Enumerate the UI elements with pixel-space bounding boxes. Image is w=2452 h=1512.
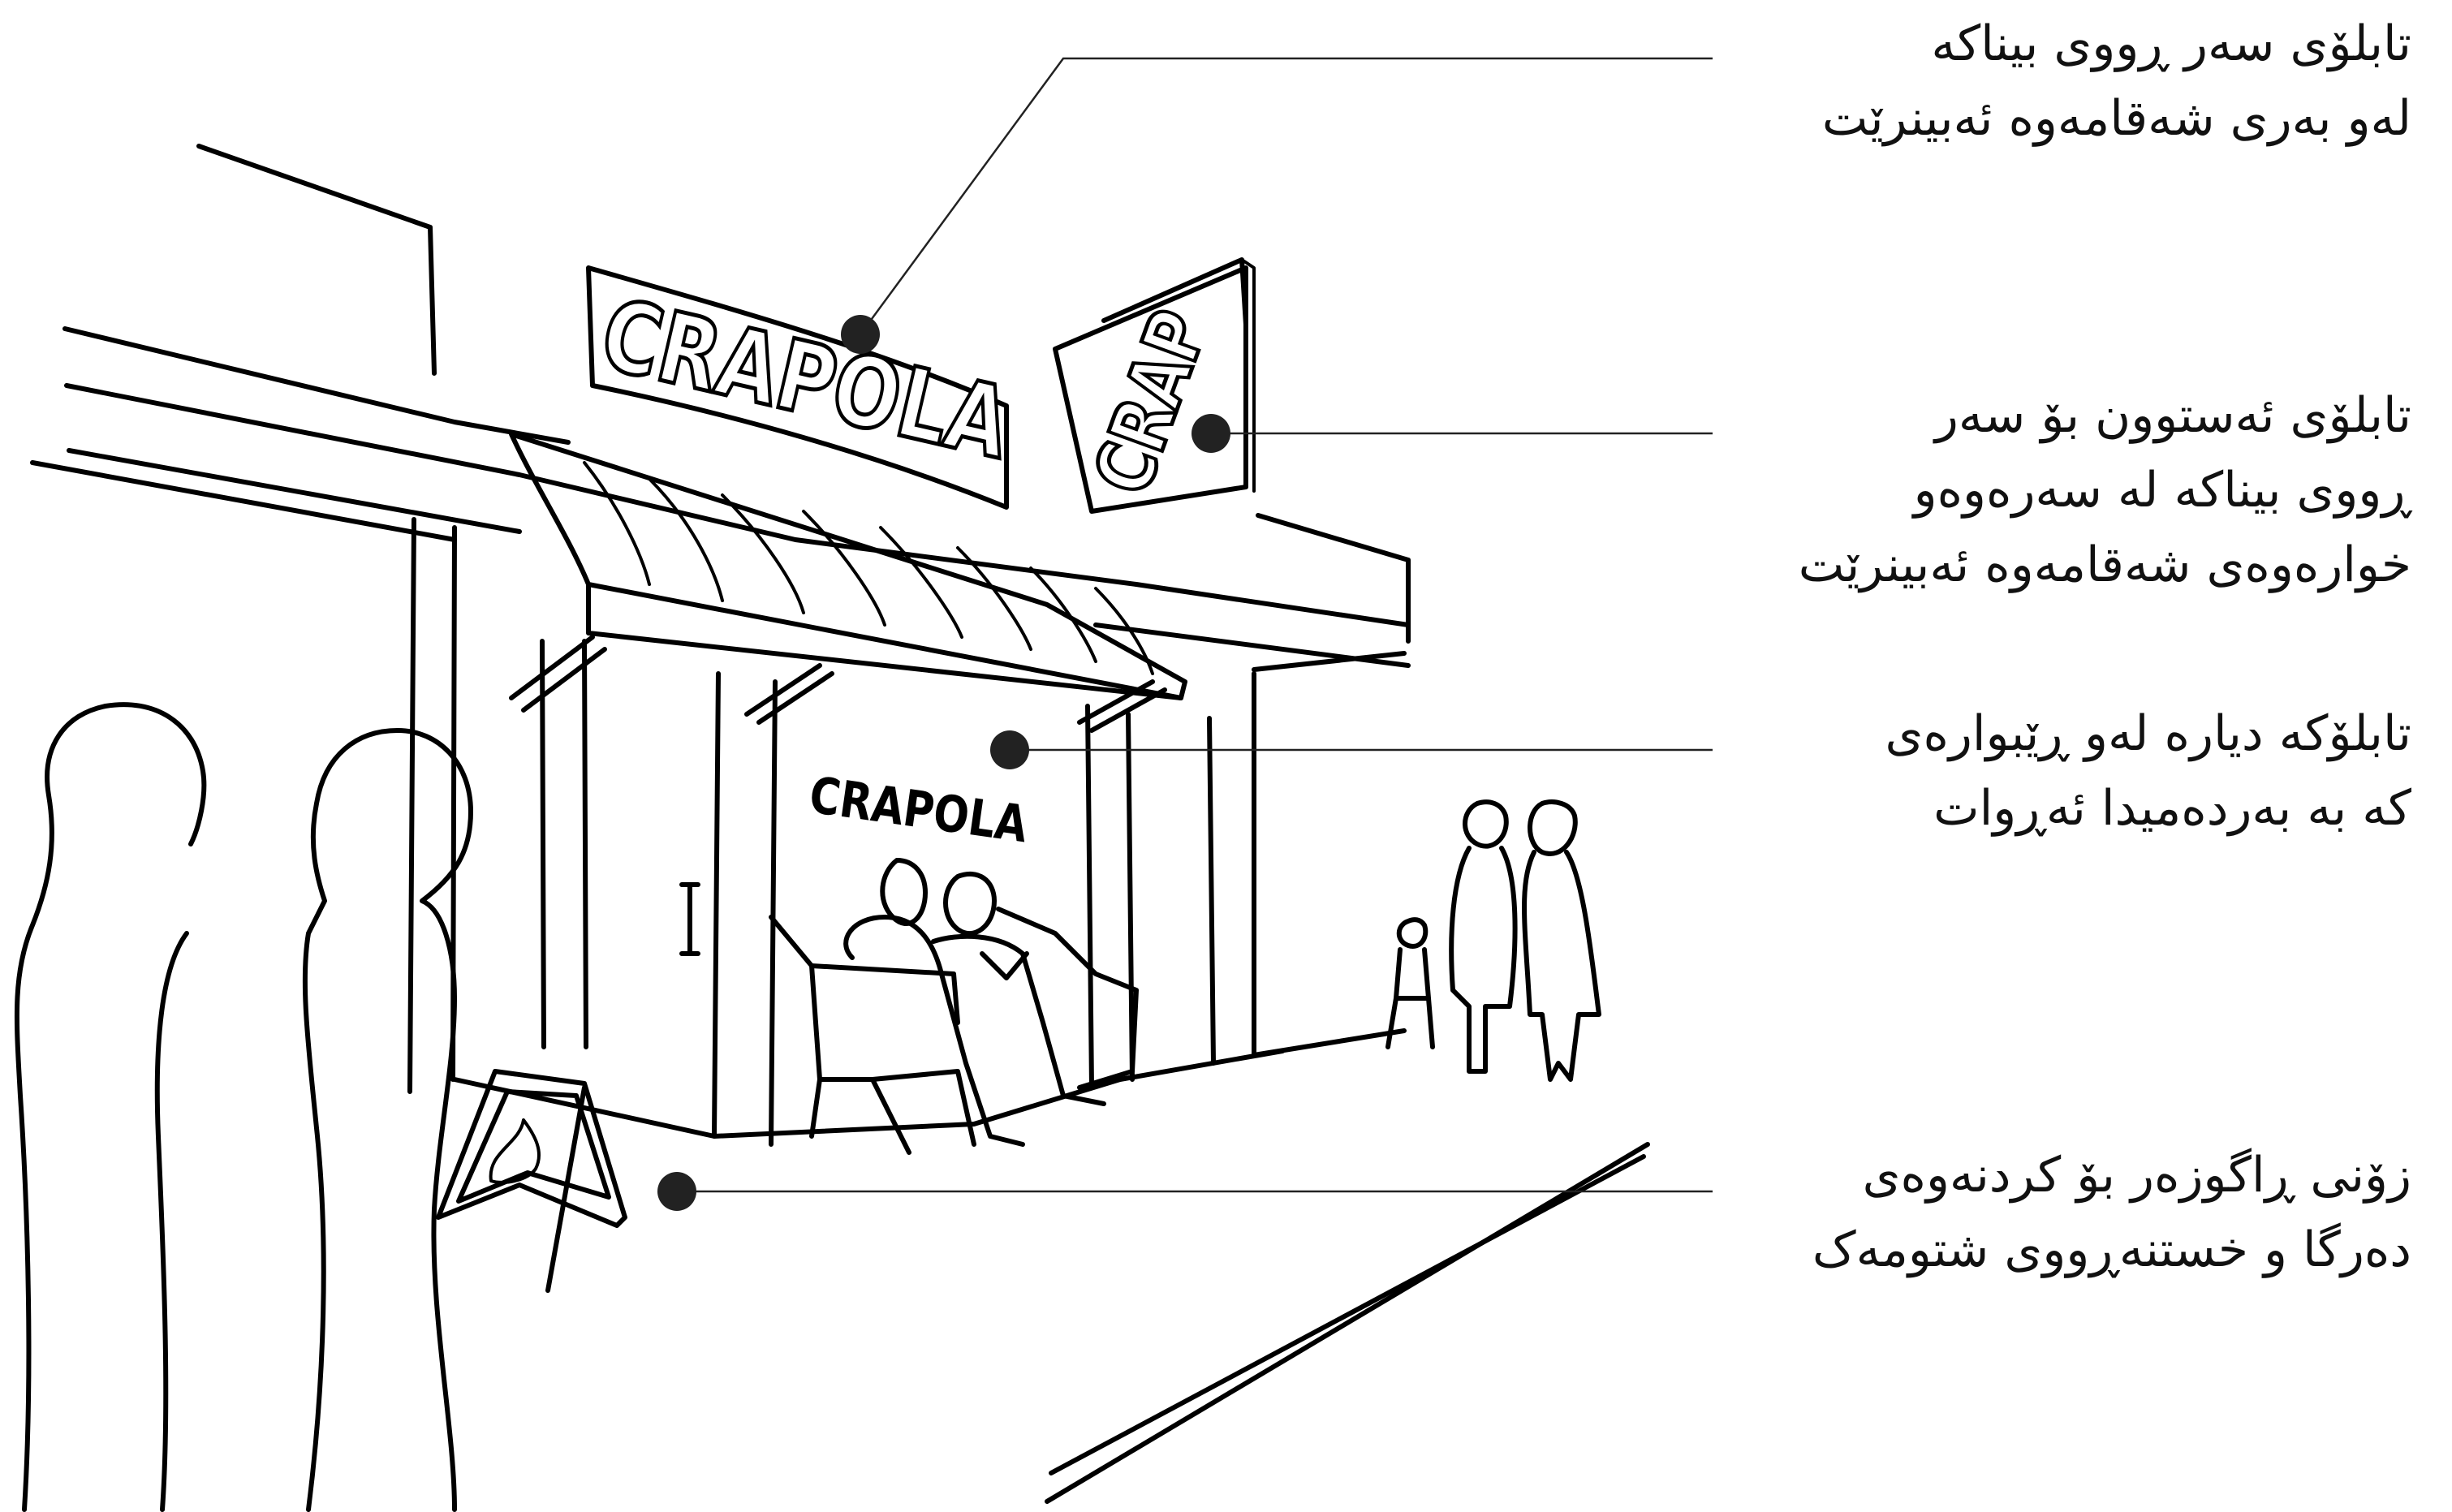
callout-line: زۆنی ڕاگوزەر بۆ کردنەوەی [1812, 1138, 2411, 1213]
callout-line: لەو بەری شەقامەوە ئەبینرێت [1822, 81, 2411, 156]
callout-facade-sign: تابلۆی سەر ڕووی بیناکە لەو بەری شەقامەوە… [1822, 6, 2411, 156]
callout-line: تابلۆکە دیارە لەو ڕێبوارەی [1885, 696, 2412, 771]
marker-dot-pedestrian-zone [657, 1172, 696, 1211]
facade-sign-text: CRAPOLA [591, 278, 1019, 481]
callout-projecting-sign: تابلۆی ئەستوون بۆ سەر ڕووی بیناکە لە سەر… [1799, 378, 2411, 602]
callout-line: دەرگا و خستنەڕووی شتومەک [1812, 1213, 2411, 1287]
marker-dot-facade-sign [841, 315, 880, 354]
marker-dot-projecting-sign [1192, 414, 1230, 453]
callout-line: کە بە بەردەمیدا ئەڕوات [1885, 771, 2412, 846]
callout-line: ڕووی بیناکە لە سەرەوەو [1799, 453, 2411, 528]
callout-line: خوارەوەی شەقامەوە ئەبینرێت [1799, 528, 2411, 602]
seated-couple [771, 860, 1136, 1152]
callout-line: تابلۆی سەر ڕووی بیناکە [1822, 6, 2411, 81]
a-frame-board [438, 1071, 625, 1290]
callout-window-sign: تابلۆکە دیارە لەو ڕێبوارەی کە بە بەردەمی… [1885, 696, 2412, 846]
pedestrians [1388, 802, 1599, 1079]
facade-sign: CRAPOLA [588, 268, 1020, 507]
callout-pedestrian-zone: زۆنی ڕاگوزەر بۆ کردنەوەی دەرگا و خستنەڕو… [1812, 1138, 2411, 1287]
window-sign-text: CRAPOLA [806, 765, 1032, 855]
projecting-sign: CRAP [1055, 260, 1254, 511]
foreground-people [17, 704, 471, 1510]
callout-line: تابلۆی ئەستوون بۆ سەر [1799, 378, 2411, 453]
marker-dot-window-sign [990, 730, 1029, 769]
